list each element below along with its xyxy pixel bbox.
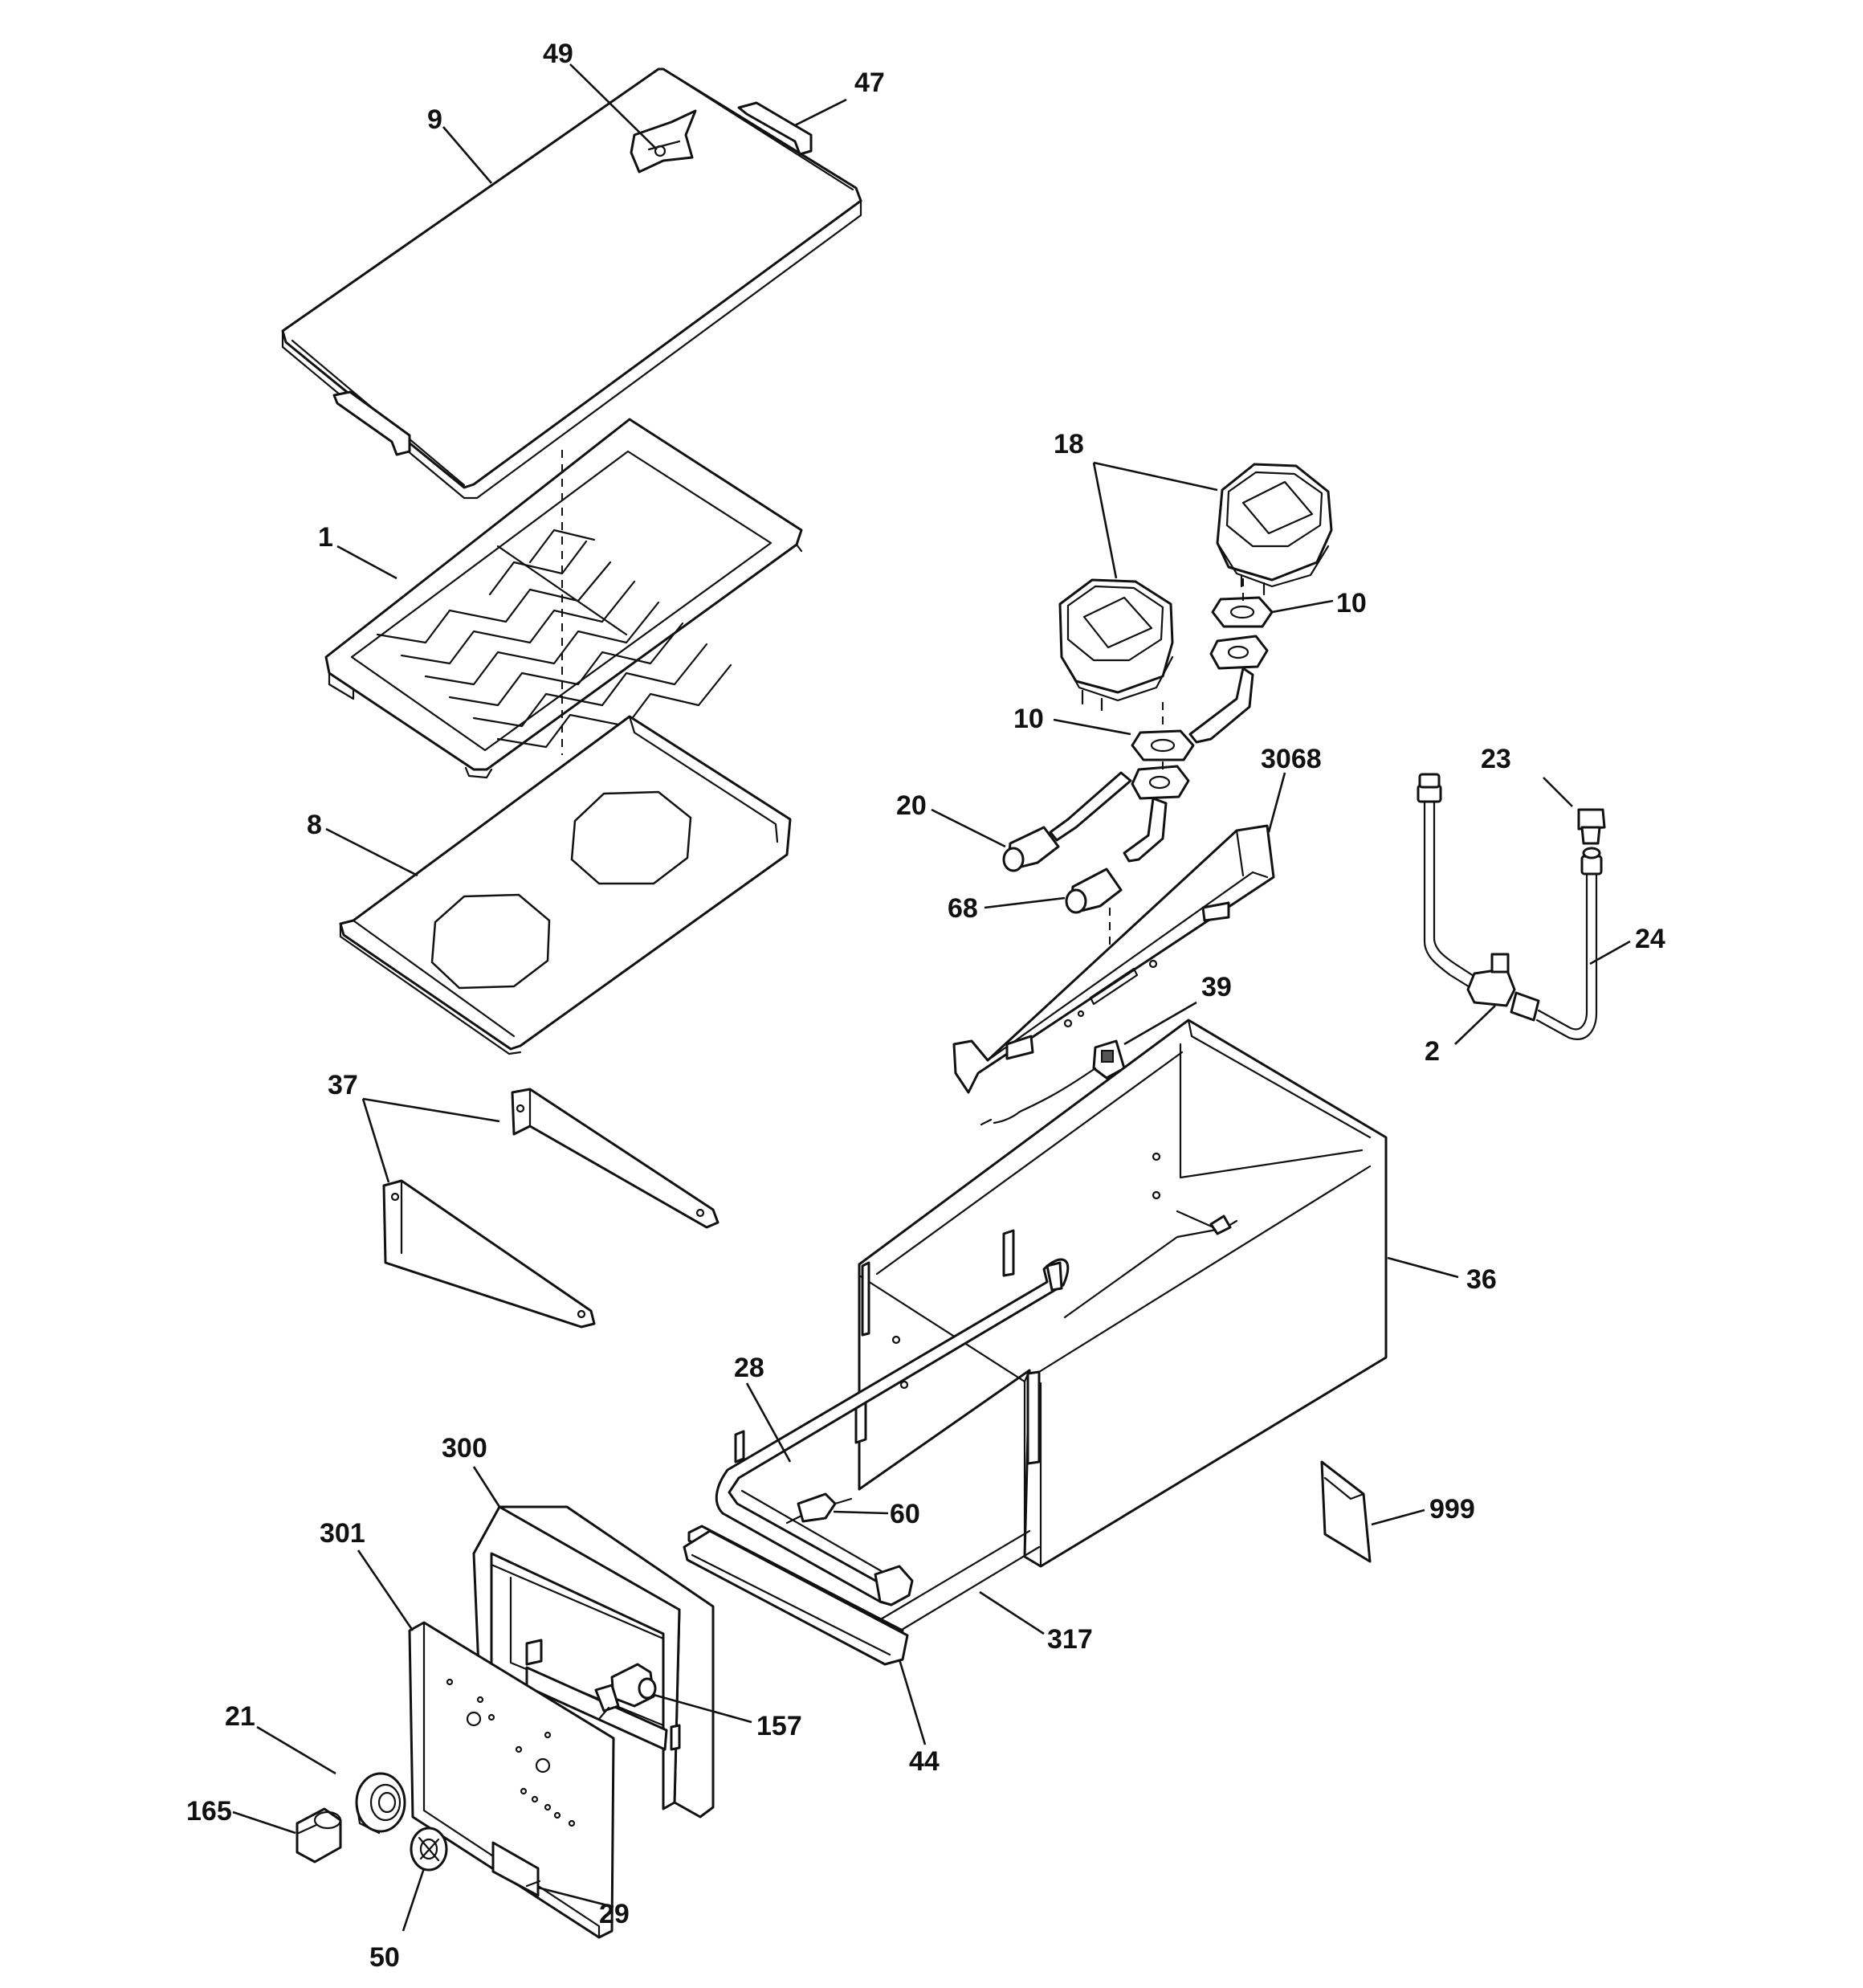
callout-60: 60: [890, 1499, 920, 1529]
knobs-and-badge: [296, 1772, 541, 1897]
callout-999: 999: [1429, 1494, 1475, 1525]
callout-29: 29: [599, 1899, 630, 1929]
callout-157: 157: [756, 1711, 802, 1741]
callout-47: 47: [854, 67, 885, 98]
callout-18: 18: [1054, 429, 1084, 459]
callout-317: 317: [1047, 1624, 1093, 1655]
callout-50: 50: [369, 1942, 400, 1973]
callout-10-front: 10: [1013, 704, 1044, 734]
control-panel: [408, 1621, 615, 1939]
valve-mounting-box: [472, 1505, 715, 1819]
callout-165: 165: [186, 1796, 232, 1827]
venturi-tubes-and-gaskets: [1002, 596, 1274, 914]
callout-37: 37: [328, 1070, 358, 1100]
callout-21: 21: [225, 1701, 255, 1732]
callout-8: 8: [307, 810, 322, 840]
callout-24: 24: [1635, 924, 1665, 954]
leader-lines: [232, 63, 1631, 1932]
callout-9: 9: [427, 104, 442, 135]
burner-support-bracket: [952, 824, 1275, 1094]
callout-301: 301: [320, 1518, 365, 1549]
callout-39: 39: [1201, 972, 1232, 1002]
callout-36: 36: [1466, 1264, 1497, 1295]
bottom-tray-and-front-rail: [683, 1525, 1041, 1666]
callout-68: 68: [948, 893, 978, 924]
callout-2: 2: [1425, 1036, 1440, 1067]
callout-10-rear: 10: [1336, 588, 1367, 618]
drip-pan: [339, 715, 792, 1055]
burner-grate: [324, 418, 803, 779]
callout-23: 23: [1481, 744, 1511, 774]
gas-supply-assembly: [1417, 773, 1606, 1040]
griddle-cover: [281, 67, 862, 500]
callout-44: 44: [909, 1746, 940, 1777]
callout-49: 49: [543, 39, 573, 69]
callout-labels: 49 47 9 18 1 10 10 3068 23 20 8 68 24 39…: [186, 39, 1665, 1973]
callout-300: 300: [442, 1433, 487, 1463]
callout-28: 28: [734, 1353, 764, 1383]
callout-1: 1: [318, 522, 333, 553]
igniter: [980, 1039, 1126, 1126]
burner-heads: [1058, 463, 1333, 712]
literature-envelope: [1320, 1460, 1372, 1563]
callout-3068: 3068: [1261, 744, 1322, 774]
support-brackets: [382, 1088, 720, 1329]
burner-box: [854, 1018, 1388, 1568]
callout-20: 20: [896, 790, 927, 821]
griddle-burner-tube: [715, 1258, 1070, 1606]
